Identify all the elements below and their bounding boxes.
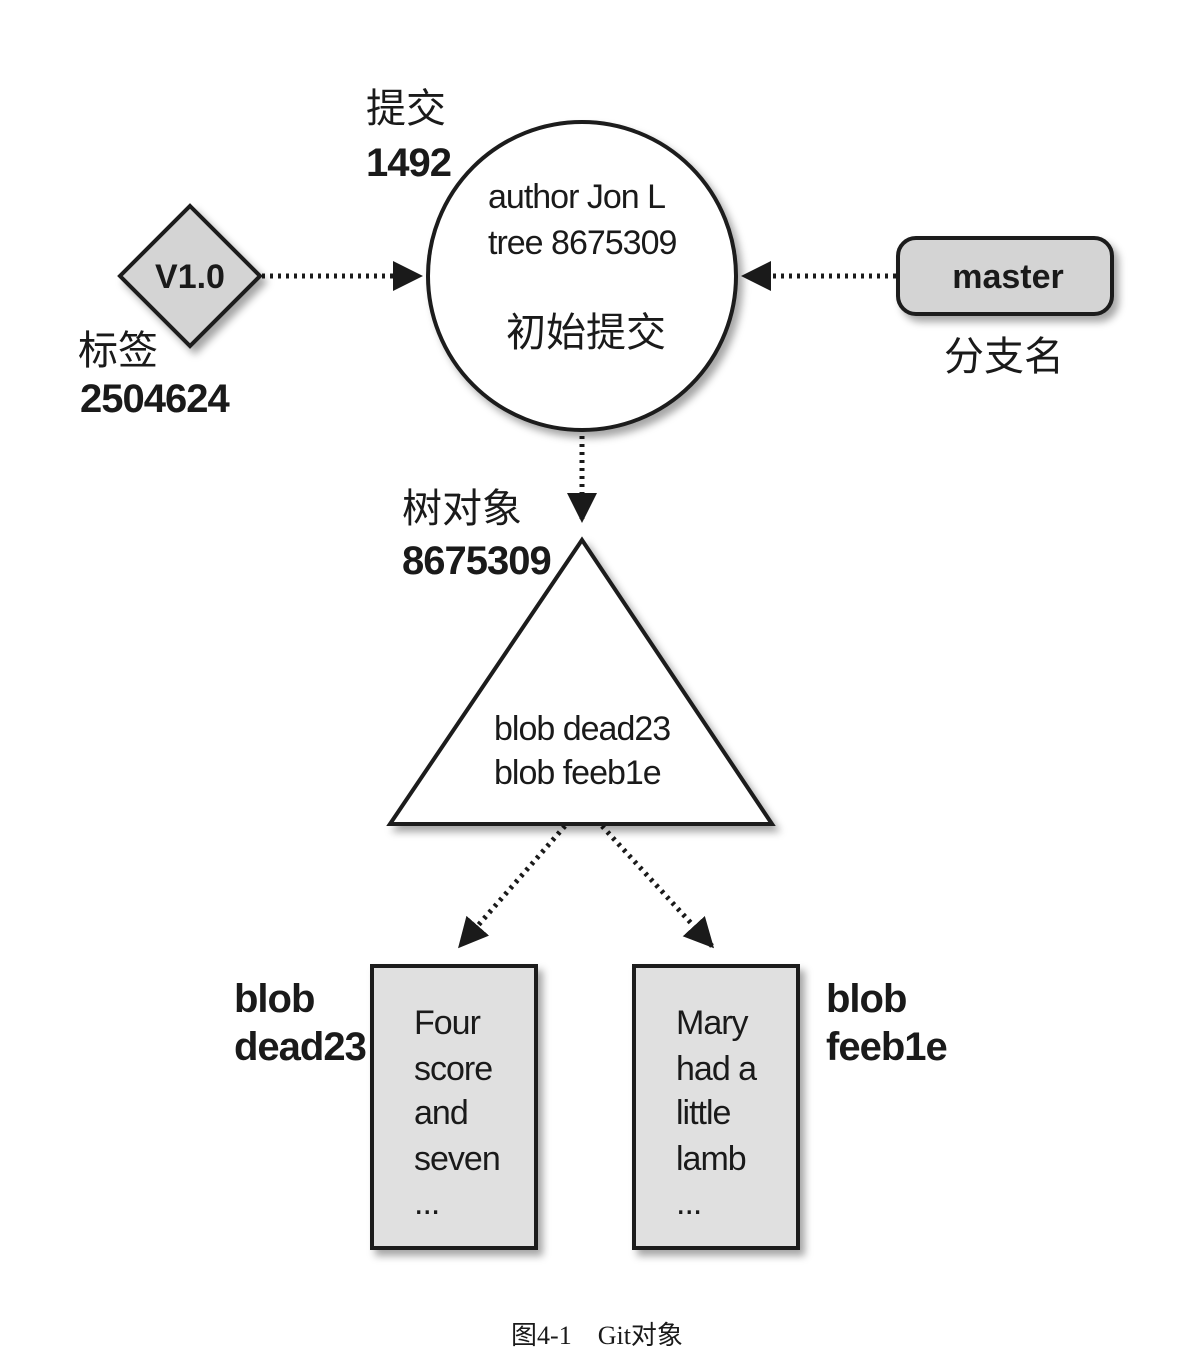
connectors xyxy=(262,261,896,949)
commit-name-line2: 1492 xyxy=(366,141,451,185)
tree-node: 树对象 8675309 blob dead23 blob feeb1e xyxy=(386,486,776,826)
commit-author: author Jon L xyxy=(488,178,665,216)
tree-name-line1: 树对象 xyxy=(402,486,522,532)
tag-diamond xyxy=(117,203,263,349)
blob-left-name-line1: blob xyxy=(234,977,314,1021)
commit-node: 提交 1492 author Jon L tree 8675309 初始提交 xyxy=(366,86,738,432)
branch-label: master xyxy=(952,258,1064,296)
blob-right-line-2: had a xyxy=(676,1050,757,1088)
blob-right-line-1: Mary xyxy=(676,1004,749,1042)
tag-name-line2: 2504624 xyxy=(80,377,230,421)
blob-left-line-4: seven xyxy=(414,1140,500,1178)
commit-name-line1: 提交 xyxy=(366,86,446,132)
blob-right-node: blob feeb1e Mary had a little lamb ... xyxy=(632,964,948,1250)
blob-left-name-line2: dead23 xyxy=(234,1025,366,1069)
tree-triangle xyxy=(386,536,776,826)
tag-label: V1.0 xyxy=(155,258,225,296)
commit-circle xyxy=(426,120,738,432)
tree-entry-1: blob dead23 xyxy=(494,710,670,748)
commit-message: 初始提交 xyxy=(506,310,666,356)
tag-node: V1.0 标签 2504624 xyxy=(78,203,263,421)
tree-name-line2: 8675309 xyxy=(402,539,551,583)
blob-left-line-3: and xyxy=(414,1094,468,1132)
commit-tree-ref: tree 8675309 xyxy=(488,224,676,262)
branch-node: master 分支名 xyxy=(896,236,1114,380)
figure-caption: 图4-1 Git对象 xyxy=(511,1321,683,1350)
tree-entry-2: blob feeb1e xyxy=(494,754,661,792)
blob-right-line-5: ... xyxy=(676,1184,701,1222)
blob-right-name-line2: feeb1e xyxy=(826,1025,947,1069)
blob-right-name-line1: blob xyxy=(826,977,906,1021)
blob-left-line-1: Four xyxy=(414,1004,481,1042)
blob-right-line-4: lamb xyxy=(676,1140,746,1178)
arrow-tree-to-blob-right xyxy=(600,824,715,949)
branch-name: 分支名 xyxy=(944,334,1064,380)
blob-left-box xyxy=(370,964,538,1250)
arrow-tree-to-blob-left xyxy=(458,824,567,949)
blob-right-box xyxy=(632,964,800,1250)
branch-box xyxy=(896,236,1114,316)
blob-left-line-2: score xyxy=(414,1050,492,1088)
blob-right-line-3: little xyxy=(676,1094,731,1132)
blob-left-line-5: ... xyxy=(414,1184,439,1222)
blob-left-node: blob dead23 Four score and seven ... xyxy=(234,964,538,1250)
tag-name-line1: 标签 xyxy=(78,328,158,374)
